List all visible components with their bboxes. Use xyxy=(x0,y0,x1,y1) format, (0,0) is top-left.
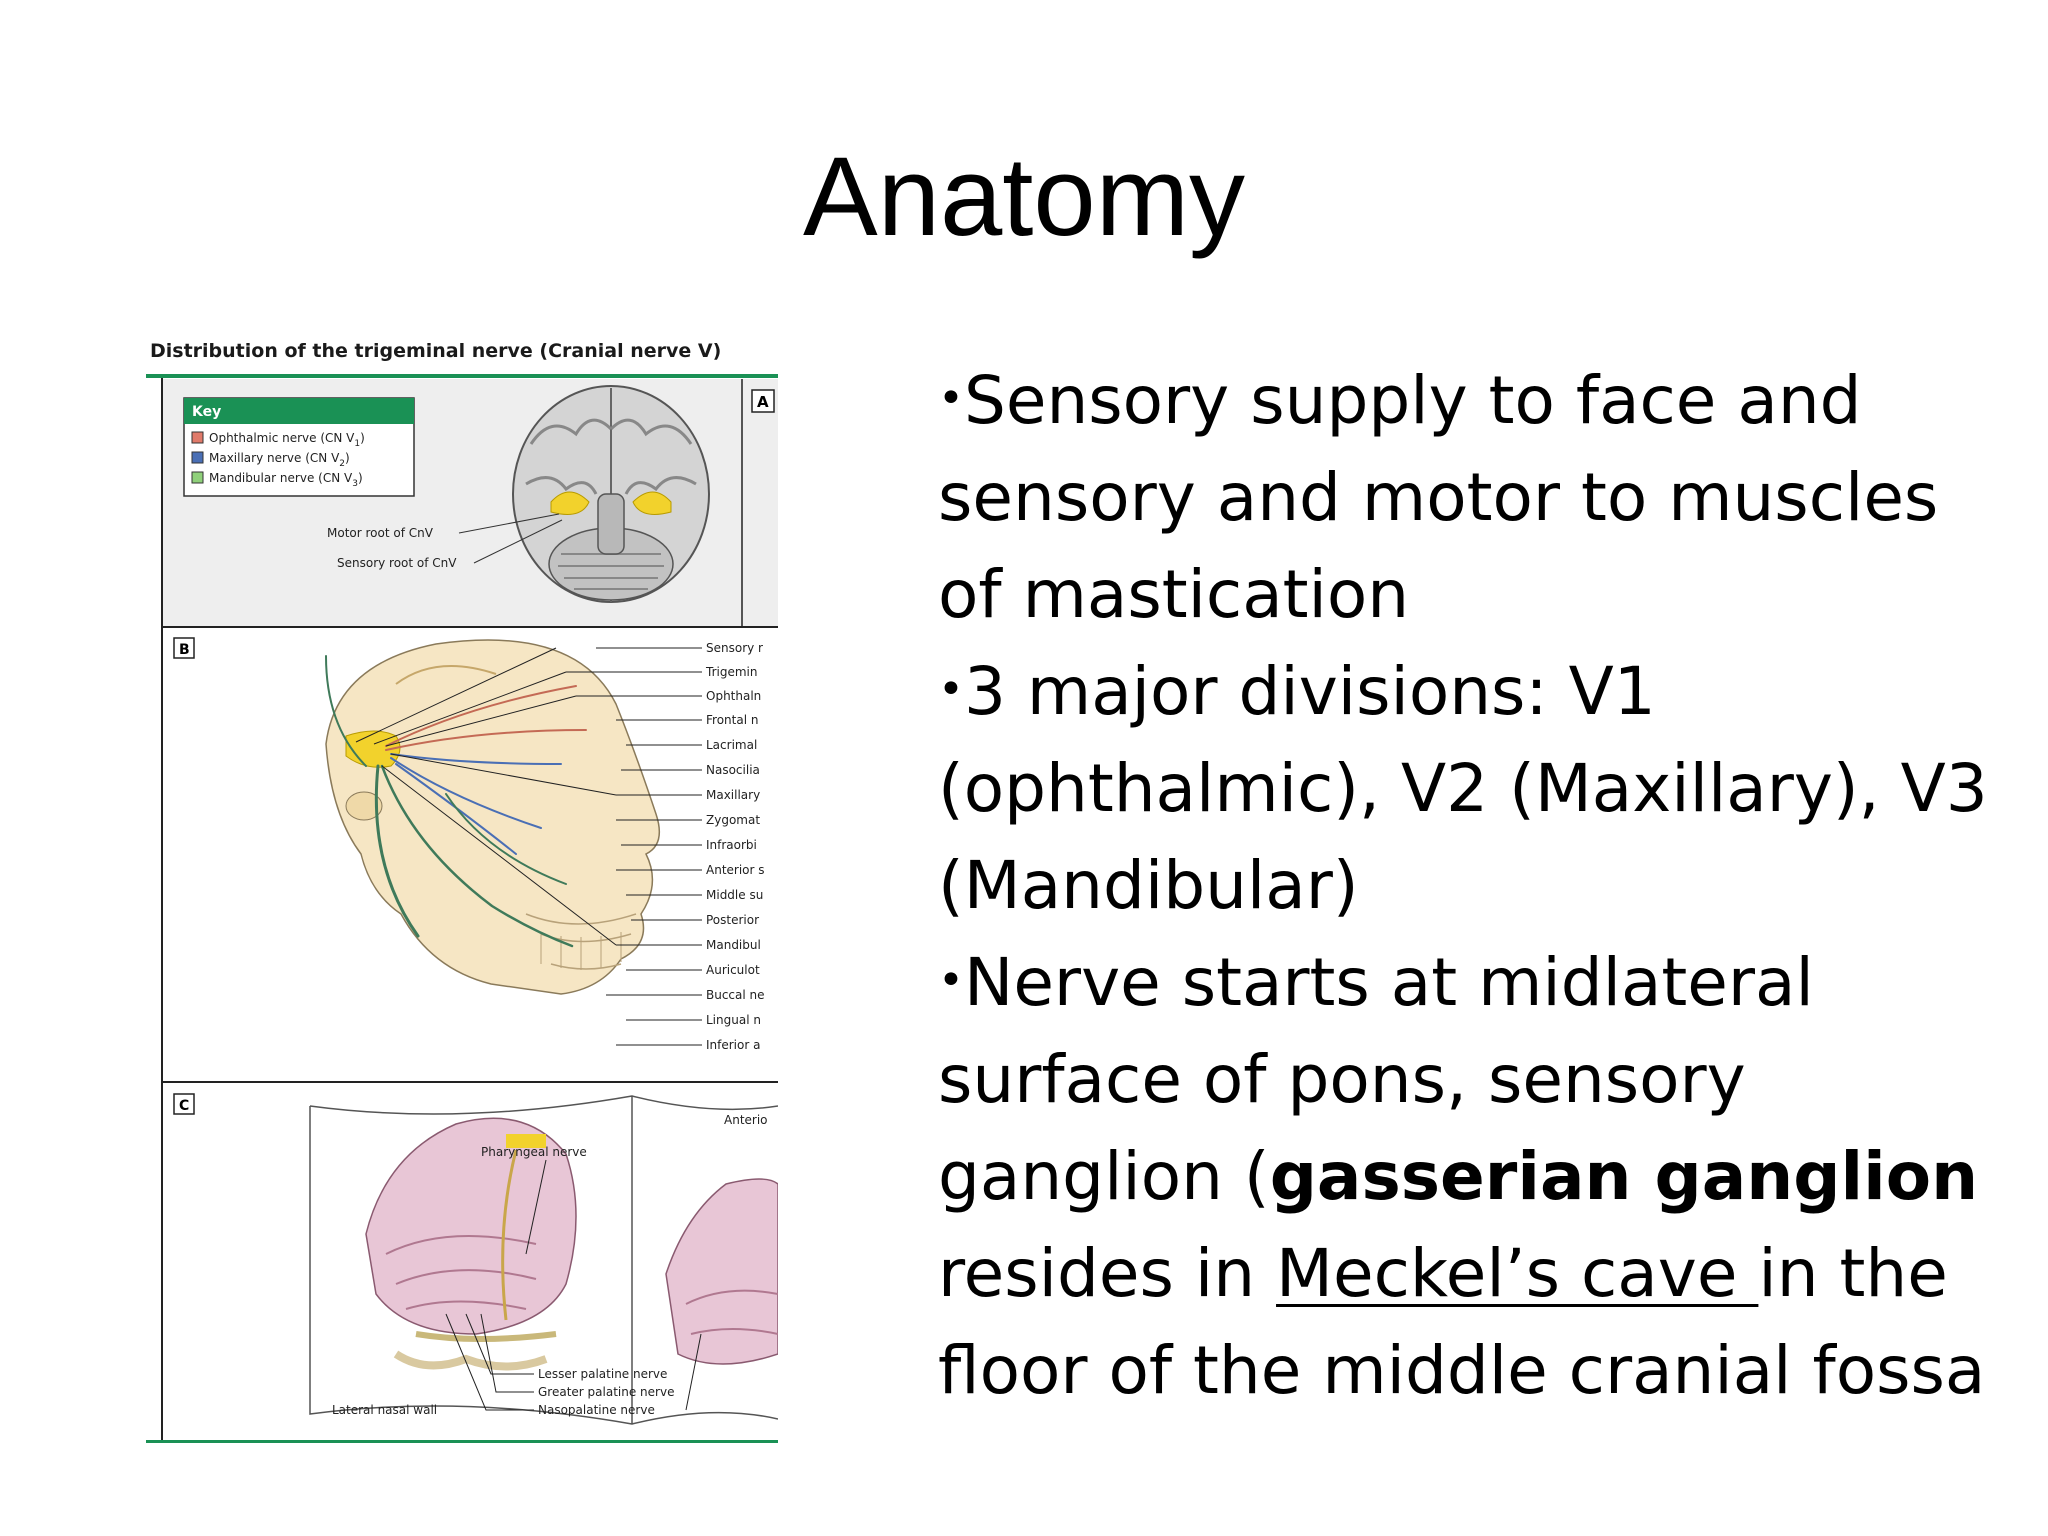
skull-illustration xyxy=(325,639,661,995)
brain-illustration xyxy=(512,385,710,603)
label-buccal: Buccal ne xyxy=(706,988,765,1002)
bullet-dot: • xyxy=(938,955,964,1006)
panel-c: C Pharyngeal nerve Anterio xyxy=(173,1093,778,1425)
label-nasociliary: Nasocilia xyxy=(706,763,760,777)
svg-text:Maxillary nerve (CN V2): Maxillary nerve (CN V2) xyxy=(209,451,350,469)
book-frame xyxy=(309,1095,778,1425)
bullet-2-text: 3 major divisions: V1 (ophthalmic), V2 (… xyxy=(938,653,1988,924)
panel-c-letter: C xyxy=(179,1098,189,1114)
key-box: Key Ophthalmic nerve (CN V1) Maxillary n… xyxy=(183,397,415,497)
label-lingual: Lingual n xyxy=(706,1013,761,1027)
figure-bottom-rule xyxy=(146,1440,778,1443)
bullet-3: •Nerve starts at midlateral surface of p… xyxy=(938,934,2008,1419)
nasal-wall-illustration-right xyxy=(665,1178,778,1365)
label-lacrimal: Lacrimal xyxy=(706,738,757,752)
nerve-branches xyxy=(325,655,587,948)
nasopalatine-label: Nasopalatine nerve xyxy=(538,1403,655,1417)
label-maxillary: Maxillary xyxy=(706,788,760,802)
bullet-2: •3 major divisions: V1 (ophthalmic), V2 … xyxy=(938,643,2008,934)
bullet-1-text: Sensory supply to face and sensory and m… xyxy=(938,362,1939,633)
panel-a-letter: A xyxy=(757,393,769,411)
panel-a: A Key Ophthalmic nerve (CN V1) Maxillary… xyxy=(162,379,778,628)
bullet-3-text-mid: resides in xyxy=(938,1235,1277,1312)
label-ophthalmic: Ophthaln xyxy=(706,689,761,703)
anterior-label: Anterio xyxy=(724,1113,768,1127)
lateral-nasal-wall-label: Lateral nasal wall xyxy=(332,1403,437,1417)
label-inferior-alveolar: Inferior a xyxy=(706,1038,760,1052)
panel-c-letter-box xyxy=(173,1093,195,1115)
ganglion-left xyxy=(550,491,590,515)
trigeminal-figure: Distribution of the trigeminal nerve (Cr… xyxy=(146,330,780,1450)
sensory-root-label: Sensory root of CnV xyxy=(337,556,457,570)
key-swatch-maxillary xyxy=(191,451,204,464)
figure-top-rule xyxy=(146,374,778,378)
ganglion-right xyxy=(632,491,672,515)
slide-title: Anatomy xyxy=(803,134,1245,259)
key-label-ophthalmic: Ophthalmic nerve (CN V xyxy=(209,431,355,445)
nasal-wall-illustration xyxy=(365,1117,577,1371)
label-middle-superior: Middle su xyxy=(706,888,763,902)
key-label-maxillary: Maxillary nerve (CN V xyxy=(209,451,340,465)
figure-illustration: A Key Ophthalmic nerve (CN V1) Maxillary… xyxy=(146,374,778,1443)
greater-palatine-label: Greater palatine nerve xyxy=(538,1385,674,1399)
label-frontal: Frontal n xyxy=(706,713,758,727)
key-swatch-mandibular xyxy=(191,471,204,484)
panel-b-leaders xyxy=(355,647,702,1046)
figure-title: Distribution of the trigeminal nerve (Cr… xyxy=(150,340,722,362)
motor-root-label: Motor root of CnV xyxy=(327,526,434,540)
bullet-3-text-pre: Nerve starts at midlateral surface of po… xyxy=(938,944,1814,1215)
panel-b-letter: B xyxy=(179,642,190,658)
key-swatch-ophthalmic xyxy=(191,431,204,444)
panel-b-labels: Sensory r Trigemin Ophthaln Frontal n La… xyxy=(705,641,765,1052)
bullet-list: •Sensory supply to face and sensory and … xyxy=(938,352,2008,1419)
key-title: Key xyxy=(192,404,221,420)
label-posterior: Posterior xyxy=(706,913,759,927)
svg-text:Mandibular nerve (CN V3): Mandibular nerve (CN V3) xyxy=(209,471,363,489)
lesser-palatine-label: Lesser palatine nerve xyxy=(538,1367,667,1381)
label-auriculotemporal: Auriculot xyxy=(706,963,760,977)
svg-text:Ophthalmic nerve (CN V1): Ophthalmic nerve (CN V1) xyxy=(209,431,365,449)
panel-b: B xyxy=(162,637,778,1083)
pharyngeal-nerve-label: Pharyngeal nerve xyxy=(481,1145,587,1159)
bullet-1: •Sensory supply to face and sensory and … xyxy=(938,352,2008,643)
bullet-dot: • xyxy=(938,373,964,424)
bullet-dot: • xyxy=(938,664,964,715)
label-mandibular: Mandibul xyxy=(706,938,761,952)
label-zygomatic: Zygomat xyxy=(706,813,760,827)
panel-b-letter-box xyxy=(173,637,195,659)
label-anterior-superior: Anterior s xyxy=(706,863,765,877)
label-sensory-root: Sensory r xyxy=(706,641,763,655)
gasserian-ganglion-term: gasserian ganglion xyxy=(1269,1138,1979,1215)
meckels-cave-term: Meckel’s cave xyxy=(1276,1235,1759,1312)
label-infraorbital: Infraorbi xyxy=(706,838,757,852)
label-trigeminal: Trigemin xyxy=(705,665,757,679)
bullet-3-text-post: in the floor of the middle cranial fossa xyxy=(938,1235,1986,1409)
panel-a-letter-box xyxy=(751,389,775,413)
key-label-mandibular: Mandibular nerve (CN V xyxy=(209,471,353,485)
